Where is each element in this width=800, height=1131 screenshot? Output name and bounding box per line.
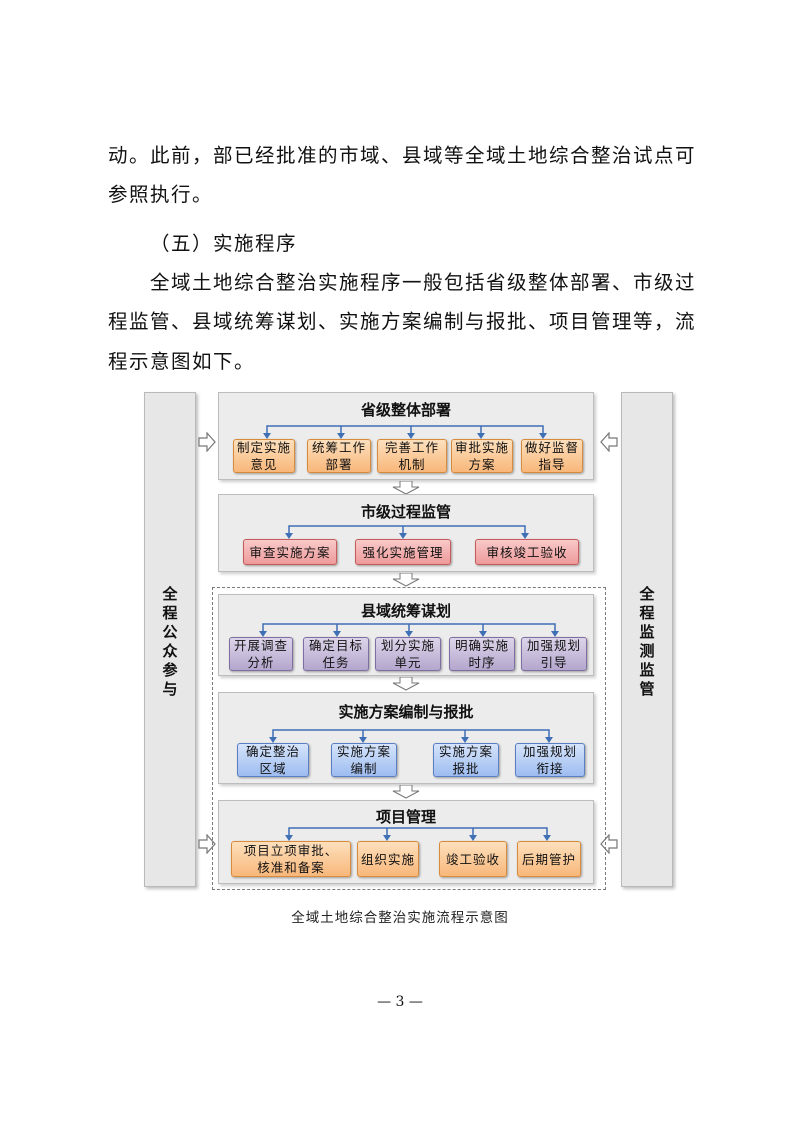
- flow-step: 制定实施 意见: [233, 439, 295, 473]
- flow-step: 实施方案 编制: [331, 743, 397, 777]
- section-heading: （五）实施程序: [150, 232, 298, 255]
- flow-step: 强化实施管理: [355, 539, 451, 565]
- connector-lines: [269, 729, 553, 743]
- connector-lines: [263, 425, 547, 439]
- section-title: 项目管理: [375, 808, 436, 826]
- connector-lines: [259, 623, 559, 637]
- flow-step: 组织实施: [357, 841, 419, 877]
- section-title: 实施方案编制与报批: [338, 703, 474, 721]
- page-number: — 3 —: [377, 994, 423, 1010]
- section-title: 市级过程监管: [360, 503, 451, 521]
- flow-step: 竣工验收: [439, 841, 507, 877]
- paragraph-line: 动。此前，部已经批准的市域、县域等全域土地综合整治试点可: [108, 144, 697, 167]
- paragraph-line: 参照执行。: [108, 183, 214, 206]
- flow-step: 后期管护: [517, 841, 581, 877]
- down-arrow-icon: [392, 573, 420, 587]
- section-county: 县域统筹谋划 开展调查 分析 确定目标 任务 划分实施 单元 明确实施 时序 加…: [218, 594, 594, 676]
- flow-step: 审查实施方案: [243, 539, 337, 565]
- flow-step: 项目立项审批、 核准和备案: [231, 841, 351, 877]
- section-project: 项目管理 项目立项审批、 核准和备案 组织实施 竣工验收 后期管护: [218, 800, 594, 884]
- left-arrow-icon: [600, 432, 618, 452]
- flow-step: 审核竣工验收: [475, 539, 579, 565]
- figure-caption: 全域土地综合整治实施流程示意图: [291, 910, 509, 926]
- flow-step: 开展调查 分析: [229, 637, 293, 671]
- down-arrow-icon: [392, 785, 420, 799]
- section-title: 县域统筹谋划: [360, 602, 451, 620]
- paragraph-line: 程示意图如下。: [108, 350, 256, 373]
- section-province: 省级整体部署 制定实施 意见 统筹工作 部署 完善工作 机制 审批实施 方案 做…: [218, 392, 594, 480]
- flow-step: 统筹工作 部署: [307, 439, 371, 473]
- flow-step: 实施方案 报批: [433, 743, 499, 777]
- right-arrow-icon: [198, 432, 216, 452]
- flow-step: 加强规划 衔接: [515, 743, 585, 777]
- down-arrow-icon: [392, 677, 420, 691]
- section-plan: 实施方案编制与报批 确定整治 区域 实施方案 编制 实施方案 报批 加强规划 衔…: [218, 692, 594, 784]
- flow-step: 确定目标 任务: [303, 637, 369, 671]
- flow-step: 完善工作 机制: [377, 439, 447, 473]
- connector-lines: [285, 827, 551, 841]
- right-side-bar: 全程监测监管: [621, 392, 673, 887]
- flow-step: 加强规划 引导: [521, 637, 587, 671]
- right-side-label: 全程监测监管: [637, 586, 656, 700]
- section-title: 省级整体部署: [360, 401, 451, 419]
- down-arrow-icon: [392, 481, 420, 495]
- flow-step: 确定整治 区域: [237, 743, 309, 777]
- right-arrow-icon: [198, 834, 216, 854]
- section-city: 市级过程监管 审查实施方案 强化实施管理 审核竣工验收: [218, 494, 594, 572]
- left-side-bar: 全程公众参与: [144, 392, 196, 887]
- left-side-label: 全程公众参与: [160, 586, 179, 700]
- flow-step: 做好监督 指导: [521, 439, 583, 473]
- paragraph-line: 全域土地综合整治实施程序一般包括省级整体部署、市级过: [150, 271, 697, 294]
- paragraph-line: 程监管、县域统筹谋划、实施方案编制与报批、项目管理等，流: [108, 310, 697, 333]
- county-dashed-frame: [212, 587, 606, 890]
- flow-step: 明确实施 时序: [449, 637, 515, 671]
- flow-step: 划分实施 单元: [375, 637, 441, 671]
- connector-lines: [285, 525, 529, 539]
- flow-step: 审批实施 方案: [451, 439, 513, 473]
